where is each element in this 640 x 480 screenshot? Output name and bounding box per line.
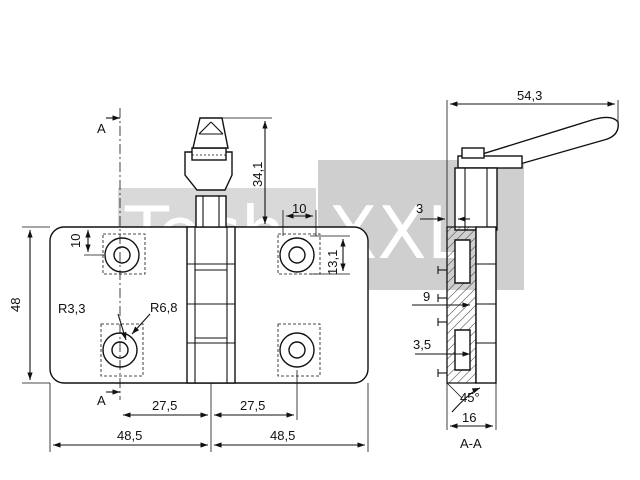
mounting-hole-top-right bbox=[277, 233, 321, 275]
dim-thickness bbox=[446, 383, 497, 430]
section-mark-top: A bbox=[97, 121, 106, 136]
dim-text-counterbore-height: 13,1 bbox=[325, 250, 340, 275]
dim-text-slot-width: 3,5 bbox=[413, 337, 431, 352]
section-view: 54,3 3 9 3,5 45° 16 bbox=[412, 88, 619, 451]
front-view: A A 48 34,1 10 10 bbox=[8, 108, 369, 452]
section-lever bbox=[454, 116, 619, 231]
clamp-lever bbox=[184, 117, 233, 228]
dim-text-half-width-right: 48,5 bbox=[270, 428, 295, 443]
dim-text-hole-spacing-left: 27,5 bbox=[152, 398, 177, 413]
dim-text-lever-height: 34,1 bbox=[250, 162, 265, 187]
dim-counterbore-width bbox=[282, 210, 317, 236]
dim-text-angle: 45° bbox=[460, 390, 480, 405]
dim-overall-height bbox=[22, 226, 50, 384]
dim-hole-offset-top bbox=[84, 226, 104, 256]
dim-counterbore-height bbox=[310, 235, 350, 275]
dim-text-thickness: 16 bbox=[462, 410, 476, 425]
dim-lever-height bbox=[222, 117, 272, 228]
mounting-hole-top-left bbox=[102, 233, 146, 275]
dim-text-radius-inner: R3,3 bbox=[58, 301, 85, 316]
mounting-hole-bottom-right bbox=[277, 323, 321, 377]
dim-text-overall-height: 48 bbox=[8, 298, 23, 312]
hinge-barrel bbox=[186, 226, 236, 384]
dim-radius-leaders bbox=[117, 313, 151, 341]
extension-lines-bottom bbox=[49, 370, 369, 452]
dim-lever-length bbox=[446, 100, 619, 227]
dim-text-top-step: 3 bbox=[416, 201, 423, 216]
dim-text-lever-length: 54,3 bbox=[517, 88, 542, 103]
dim-text-half-width-left: 48,5 bbox=[117, 428, 142, 443]
section-mark-bottom: A bbox=[97, 393, 106, 408]
dim-text-hole-offset: 10 bbox=[68, 234, 83, 248]
dim-text-radius-outer: R6,8 bbox=[150, 300, 177, 315]
section-cut-line bbox=[106, 108, 121, 400]
dim-text-hole-spacing-right: 27,5 bbox=[240, 398, 265, 413]
dim-angle bbox=[446, 382, 481, 413]
dim-text-counterbore-width: 10 bbox=[292, 201, 306, 216]
dim-text-mid-depth: 9 bbox=[423, 289, 430, 304]
section-label: A-A bbox=[460, 436, 482, 451]
